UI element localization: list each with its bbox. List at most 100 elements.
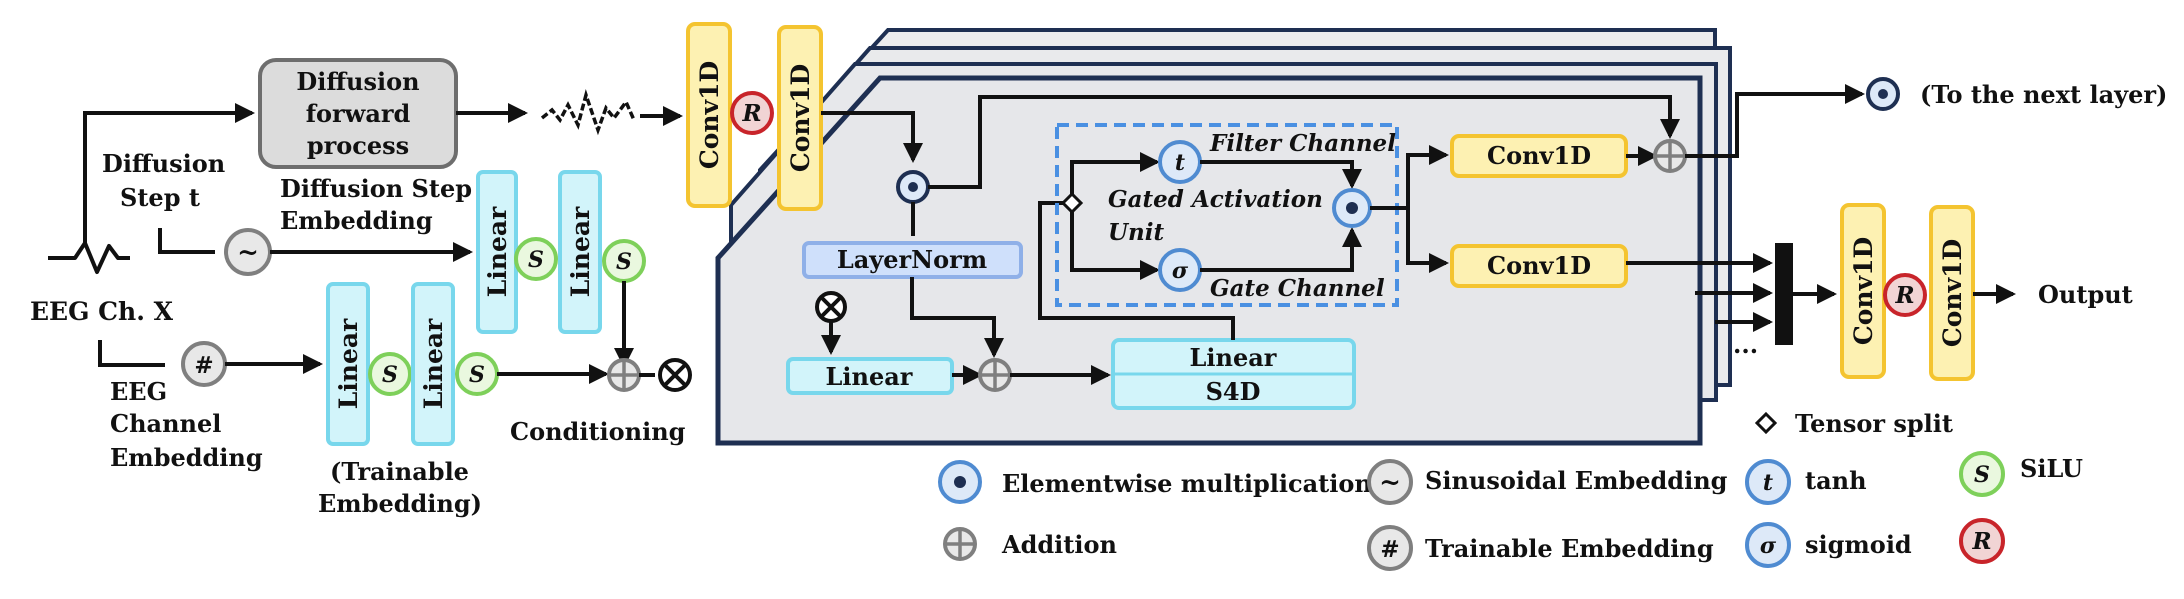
svg-text:~: ~ [1379, 468, 1401, 498]
input-conv-stack: Conv1D R Conv1D [686, 22, 823, 211]
residual-conv1d-block: Conv1D [1450, 134, 1628, 178]
legend: Elementwise multiplication Addition ~ Si… [938, 409, 2083, 571]
svg-text:Conv1D: Conv1D [786, 64, 815, 172]
diffusion-forward-line3: process [307, 131, 409, 160]
eeg-waveform-icon [48, 241, 130, 274]
output-section: (To the next layer) ... Conv1D R Conv1D … [1626, 77, 2167, 381]
step-linear-2: Linear [558, 170, 602, 334]
diffusion-step-line2: Step t [120, 183, 200, 212]
gated-unit-line2: Unit [1108, 219, 1165, 246]
channel-silu-1: S [368, 352, 412, 396]
channel-embedding-line1: EEG [110, 377, 167, 406]
conditioning-add-op [607, 358, 641, 392]
legend-tensor-split: Tensor split [1754, 409, 1953, 438]
to-next-layer-label: (To the next layer) [1920, 80, 2167, 109]
svg-text:Linear: Linear [566, 206, 595, 297]
svg-text:t: t [1175, 150, 1185, 176]
svg-text:#: # [1380, 536, 1399, 563]
next-layer-mult-op [1866, 77, 1900, 111]
svg-text:t: t [1763, 470, 1773, 496]
channel-embedding-line2: Channel [110, 409, 221, 438]
svg-text:tanh: tanh [1805, 466, 1867, 495]
diffusion-step-line1: Diffusion [102, 149, 225, 178]
legend-sigmoid: σ sigmoid [1745, 522, 1912, 568]
svg-text:Conv1D: Conv1D [695, 61, 724, 169]
input-section: EEG Ch. X Diffusion forward process Diff… [30, 58, 692, 518]
legend-sinusoidal: ~ Sinusoidal Embedding [1367, 459, 1728, 505]
legend-elementwise: Elementwise multiplication [938, 460, 1372, 504]
step-silu-2: S [602, 239, 646, 283]
linear-s4d-block: Linear S4D [1111, 338, 1356, 410]
svg-text:Linear: Linear [419, 318, 448, 409]
svg-text:sigmoid: sigmoid [1805, 530, 1912, 559]
step-silu-1: S [514, 237, 558, 281]
gate-mult-op [1332, 188, 1372, 228]
svg-text:SiLU: SiLU [2020, 454, 2083, 483]
svg-text:LayerNorm: LayerNorm [837, 245, 987, 274]
svg-text:Conv1D: Conv1D [1487, 141, 1591, 170]
svg-text:σ: σ [1760, 533, 1777, 559]
step-embedding-line2: Embedding [280, 206, 433, 235]
input-conv1d-1: Conv1D [686, 22, 732, 208]
svg-text:S: S [528, 247, 544, 273]
trainable-embedding-line2: Embedding) [318, 489, 482, 518]
skip-conv1d-block: Conv1D [1450, 244, 1628, 288]
condition-linear-block: Linear [786, 357, 954, 395]
svg-text:Linear: Linear [826, 362, 913, 391]
svg-text:S4D: S4D [1206, 377, 1261, 406]
input-relu: R [730, 91, 774, 135]
svg-text:~: ~ [237, 238, 259, 268]
svg-text:Linear: Linear [483, 206, 512, 297]
gated-unit-line1: Gated Activation [1108, 186, 1323, 213]
svg-text:R: R [741, 100, 761, 127]
output-relu: R [1883, 273, 1927, 317]
condition-add-op [978, 358, 1012, 392]
more-skips-ellipsis: ... [1733, 330, 1758, 359]
svg-text:Trainable Embedding: Trainable Embedding [1425, 534, 1714, 563]
svg-text:Addition: Addition [1001, 530, 1117, 559]
trainable-embedding-line1: (Trainable [330, 457, 469, 486]
conditioning-cross-icon [658, 358, 692, 392]
eeg-channel-label: EEG Ch. X [30, 297, 174, 326]
svg-text:Conv1D: Conv1D [1938, 239, 1967, 347]
svg-text:S: S [382, 362, 398, 388]
legend-relu: R [1959, 518, 2005, 564]
svg-text:S: S [1974, 462, 1990, 488]
svg-text:#: # [194, 352, 213, 379]
svg-text:Linear: Linear [1190, 343, 1277, 372]
conditioning-label: Conditioning [510, 417, 686, 446]
svg-text:S: S [469, 362, 485, 388]
diffusion-forward-process: Diffusion forward process [258, 58, 458, 169]
output-conv1d-1: Conv1D [1840, 203, 1886, 379]
svg-text:Linear: Linear [334, 318, 363, 409]
svg-text:R: R [1894, 282, 1914, 309]
trainable-embedding-op: # [181, 341, 227, 387]
svg-text:Elementwise multiplication: Elementwise multiplication [1002, 469, 1372, 498]
residual-cross-icon [815, 291, 847, 323]
svg-text:Tensor split: Tensor split [1795, 409, 1953, 438]
residual-block-contents: LayerNorm Linear Linear S4D Filter Chann… [786, 84, 1865, 410]
step-linear-1: Linear [476, 170, 518, 334]
output-conv1d-2: Conv1D [1929, 205, 1975, 381]
svg-text:S: S [616, 249, 632, 275]
skip-aggregation-bar [1775, 243, 1793, 345]
legend-addition: Addition [943, 527, 1117, 561]
diffusion-forward-line2: forward [306, 99, 411, 128]
input-mult-op [896, 170, 930, 204]
svg-text:Conv1D: Conv1D [1849, 237, 1878, 345]
sigmoid-op: σ [1158, 248, 1202, 292]
channel-silu-2: S [455, 352, 499, 396]
channel-linear-1: Linear [326, 282, 370, 446]
noisy-signal-icon [540, 88, 636, 136]
legend-trainable: # Trainable Embedding [1367, 525, 1714, 571]
svg-text:R: R [1971, 528, 1991, 555]
svg-text:σ: σ [1172, 258, 1189, 284]
tanh-op: t [1158, 140, 1202, 184]
layernorm-block: LayerNorm [802, 241, 1023, 279]
legend-silu: S SiLU [1959, 451, 2083, 497]
step-embedding-line1: Diffusion Step [280, 174, 472, 203]
diffusion-forward-line1: Diffusion [296, 67, 419, 96]
channel-embedding-line3: Embedding [110, 443, 263, 472]
svg-text:Conv1D: Conv1D [1487, 251, 1591, 280]
